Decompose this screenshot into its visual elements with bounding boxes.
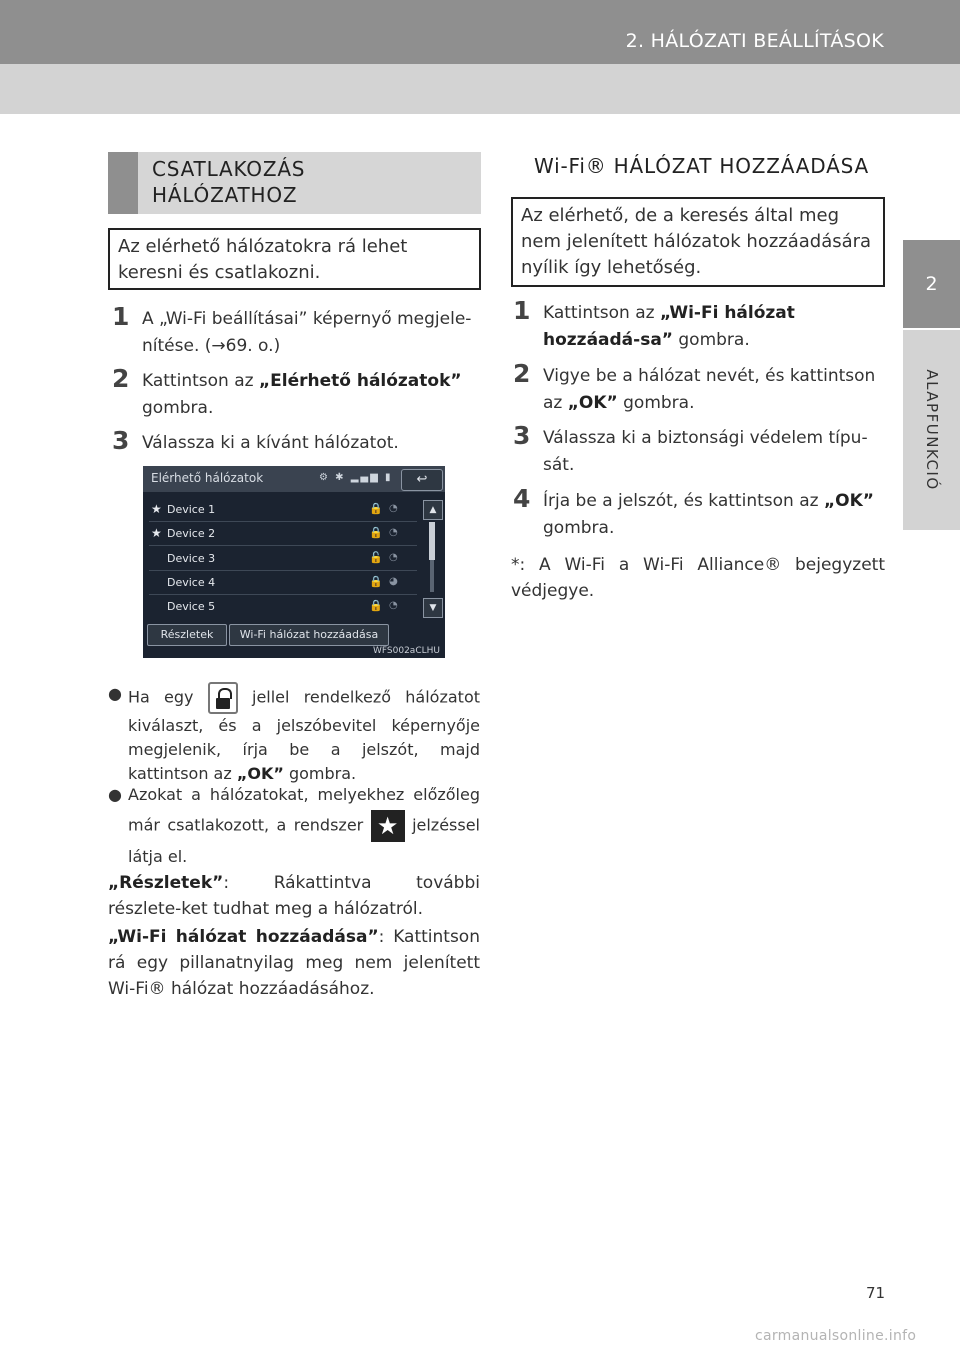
intro-text-right: Az elérhető, de a keresés által meg nem … [521, 205, 872, 278]
wifi-signal-icon: ◔ [389, 527, 398, 538]
step-right-4: 4 Írja be a jelszót, és kattintson az „O… [513, 484, 885, 542]
section-heading-connect: CSATLAKOZÁS HÁLÓZATHOZ [108, 152, 481, 214]
lock-icon: 🔒 [369, 599, 383, 612]
figure-code: WFS002aCLHU [373, 646, 440, 656]
scroll-down-button[interactable]: ▼ [423, 598, 443, 618]
add-wifi-network-button[interactable]: Wi-Fi hálózat hozzáadása [229, 624, 389, 646]
step-ui-label: „OK” [823, 491, 874, 511]
wifi-signal-icon: ◔ [389, 503, 398, 514]
network-name: Device 3 [167, 552, 216, 565]
lock-icon: 🔒 [369, 526, 383, 539]
section-heading-bar [108, 152, 138, 214]
chapter-tab-label: ALAPFUNKCIÓ [922, 369, 941, 491]
para-add-network: „Wi-Fi hálózat hozzáadása”: Kattintson r… [108, 924, 480, 1002]
bullet-ui-label: „OK” [236, 764, 284, 783]
para-details: „Részletek”: Rákattintva további részlet… [108, 870, 480, 922]
para-ui-label: „Részletek” [108, 873, 224, 893]
bullet-text: Ha egy [128, 687, 194, 707]
bullet-text: jellel rendelkező hálózatot kiválaszt, é… [128, 687, 481, 784]
bullet-text-end: gombra. [283, 764, 357, 783]
step-number: 1 [112, 302, 130, 331]
step-ui-label: „Wi-Fi hálózat hozzáadá-sa” [543, 303, 795, 350]
step-text-end: gombra. [142, 398, 214, 418]
page-number: 71 [866, 1284, 886, 1302]
step-text-end: gombra. [543, 518, 615, 538]
star-icon: ★ [151, 526, 162, 540]
wifi-signal-icon: ◕ [389, 576, 398, 587]
para-ui-label: „Wi-Fi hálózat hozzáadása” [108, 927, 379, 947]
network-row[interactable]: Device 3 🔓 ◔ [149, 548, 417, 571]
lock-icon: 🔒 [369, 575, 383, 588]
intro-box-right: Az elérhető, de a keresés által meg nem … [511, 197, 885, 287]
step-number: 1 [513, 296, 531, 325]
step-ui-label: „OK” [567, 393, 618, 413]
scrollbar-thumb[interactable] [429, 522, 435, 560]
details-button[interactable]: Részletek [147, 624, 227, 646]
bullet-star-info: ● Azokat a hálózatokat, melyekhez előzől… [108, 780, 480, 872]
network-name: Device 2 [167, 527, 216, 540]
network-row[interactable]: Device 4 🔒 ◕ [149, 572, 417, 595]
step-number: 2 [513, 359, 531, 388]
bullet-text: jelzéssel látja el. [128, 815, 480, 867]
header-bar [0, 0, 960, 64]
bullet-text: Azokat a hálózatokat, melyekhez előzőleg… [128, 785, 480, 835]
network-name: Device 4 [167, 576, 216, 589]
screen-titlebar [143, 466, 445, 492]
scroll-up-button[interactable]: ▲ [423, 500, 443, 520]
section-heading-add-wifi: Wi-Fi® HÁLÓZAT HOZZÁADÁSA [534, 154, 869, 178]
bullet-lock-info: ● Ha egy jellel rendelkező hálózatot kiv… [108, 682, 480, 786]
network-row[interactable]: Device 5 🔒 ◔ [149, 596, 417, 618]
header-subbar [0, 64, 960, 114]
step-text: Válassza ki a kívánt hálózatot. [142, 433, 399, 453]
wifi-signal-icon: ◔ [389, 600, 398, 611]
para-text: : Rákattintva további részlete-ket tudha… [108, 873, 480, 919]
lock-icon [207, 682, 238, 714]
unlock-icon: 🔓 [369, 551, 383, 564]
step-right-3: 3 Válassza ki a biztonsági védelem típu-… [513, 421, 885, 479]
step-text: Írja be a jelszót, és kattintson az [543, 491, 824, 511]
network-name: Device 5 [167, 600, 216, 613]
step-number: 3 [112, 426, 130, 455]
wifi-signal-icon: ◔ [389, 552, 398, 563]
lock-icon: 🔒 [369, 502, 383, 515]
network-row[interactable]: ★ Device 2 🔒 ◔ [149, 523, 417, 546]
section-heading-text: CSATLAKOZÁS HÁLÓZATHOZ [152, 156, 305, 208]
step-number: 2 [112, 364, 130, 393]
bullet-dot: ● [108, 785, 122, 804]
step-left-3: 3 Válassza ki a kívánt hálózatot. [112, 426, 482, 457]
chapter-tab-number: 2 [903, 240, 960, 328]
step-text: Kattintson az [543, 303, 660, 323]
step-ui-label: „Elérhető hálózatok” [258, 371, 462, 391]
section-heading-line2: HÁLÓZATHOZ [152, 183, 298, 207]
intro-text-left: Az elérhető hálózatokra rá lehet keresni… [118, 236, 408, 283]
step-number: 3 [513, 421, 531, 450]
section-heading-line1: CSATLAKOZÁS [152, 157, 306, 181]
available-networks-screenshot: Elérhető hálózatok ⚙ ✱ ▂▄▆ ▮ ↩ ★ Device … [143, 466, 445, 658]
step-right-2: 2 Vigye be a hálózat nevét, és kattintso… [513, 359, 885, 417]
step-text-end: gombra. [672, 330, 750, 350]
step-number: 4 [513, 484, 531, 513]
network-name: Device 1 [167, 503, 216, 516]
status-icons: ⚙ ✱ ▂▄▆ ▮ [319, 472, 393, 483]
step-text: Vigye be a hálózat nevét, és kattintson … [543, 366, 876, 413]
footnote: *: A Wi-Fi a Wi-Fi Alliance® bejegyzett … [511, 555, 885, 601]
step-text: Válassza ki a biztonsági védelem típu-sá… [543, 428, 868, 475]
back-button[interactable]: ↩ [401, 469, 443, 491]
intro-box-left: Az elérhető hálózatokra rá lehet keresni… [108, 228, 481, 290]
para-text: : Kattintson rá egy pillanatnyilag meg n… [108, 927, 480, 999]
step-text: A „Wi-Fi beállításai” képernyő megjele-n… [142, 309, 472, 356]
step-text: Kattintson az [142, 371, 259, 391]
screen-title: Elérhető hálózatok [151, 471, 264, 485]
network-row[interactable]: ★ Device 1 🔒 ◔ [149, 499, 417, 522]
star-icon: ★ [151, 502, 162, 516]
bullet-dot: ● [108, 684, 122, 703]
step-text-end: gombra. [617, 393, 695, 413]
step-left-2: 2 Kattintson az „Elérhető hálózatok” gom… [112, 364, 482, 422]
step-right-1: 1 Kattintson az „Wi-Fi hálózat hozzáadá-… [513, 296, 885, 354]
chapter-title: 2. HÁLÓZATI BEÁLLÍTÁSOK [625, 30, 884, 52]
step-left-1: 1 A „Wi-Fi beállításai” képernyő megjele… [112, 302, 482, 360]
watermark: carmanualsonline.info [755, 1328, 917, 1344]
chapter-tab: ALAPFUNKCIÓ [903, 330, 960, 530]
star-icon: ★ [370, 810, 405, 842]
